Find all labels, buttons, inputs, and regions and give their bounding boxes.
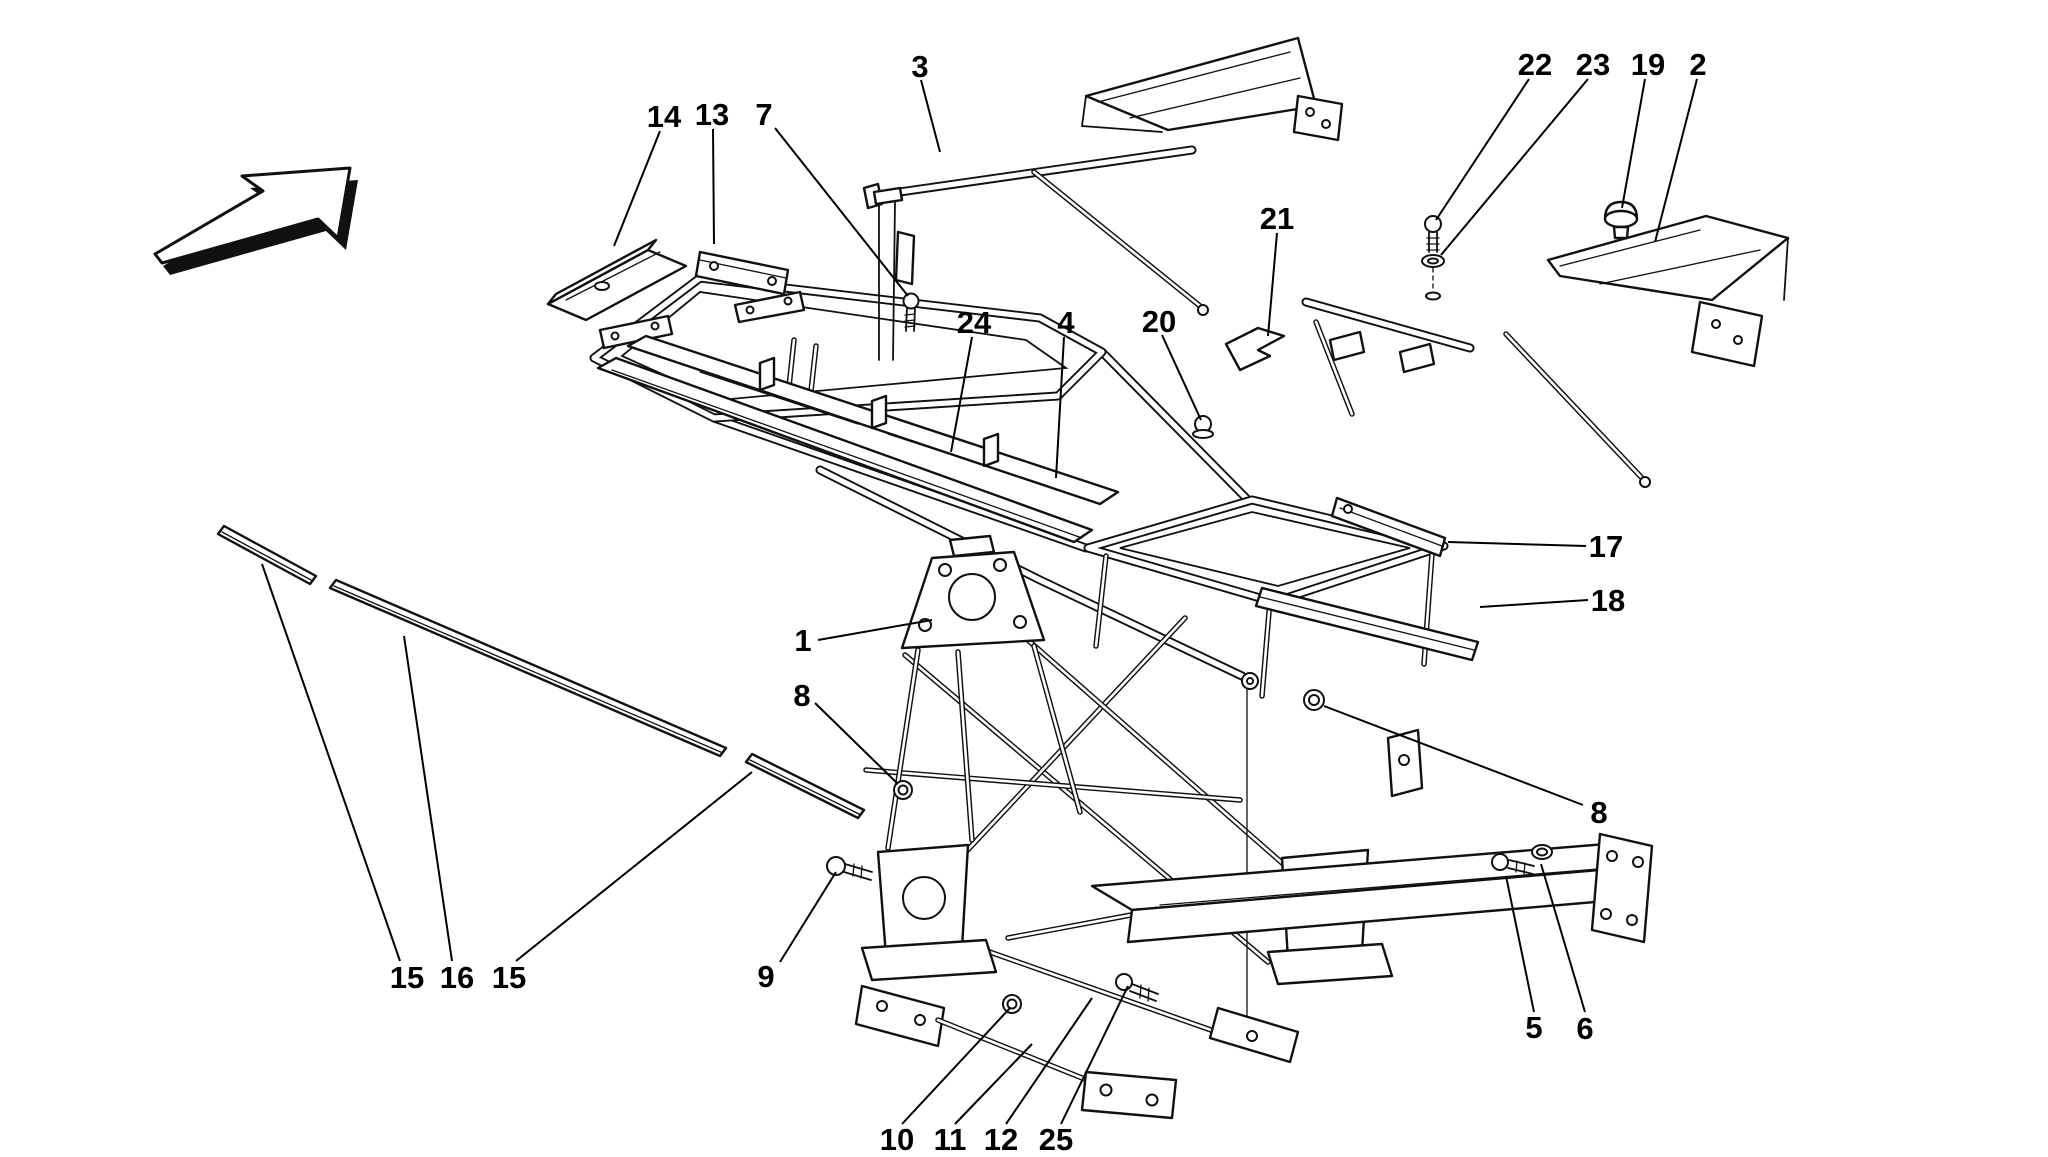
- callout-leader-15-17: [515, 771, 753, 962]
- callout-leader-13-13: [712, 128, 715, 245]
- direction-arrow-icon: [153, 166, 358, 275]
- callout-label-13-13: 13: [695, 97, 729, 132]
- part-14-strip: [546, 238, 688, 322]
- callout-leader-18-19: [1479, 599, 1589, 608]
- callout-label-20-21: 20: [1142, 304, 1176, 339]
- callout-label-23-24: 23: [1576, 47, 1610, 82]
- callout-label-24-25: 24: [957, 305, 992, 340]
- callout-label-21-22: 21: [1260, 201, 1294, 236]
- callout-leader-11-11: [954, 1043, 1033, 1125]
- callout-label-14-14: 14: [647, 99, 682, 134]
- part-6-washer: [1531, 844, 1553, 860]
- callout-leader-5-4: [1505, 875, 1535, 1013]
- callout-label-8-7: 8: [793, 678, 810, 713]
- callout-leader-21-22: [1267, 232, 1278, 337]
- part-20-grommet: [1192, 415, 1214, 439]
- callout-leader-7-6: [774, 127, 909, 297]
- callout-label-7-6: 7: [755, 97, 772, 132]
- callout-leader-8-7: [814, 702, 899, 785]
- callout-label-8-8: 8: [1590, 795, 1607, 830]
- callout-leader-20-21: [1161, 334, 1202, 421]
- callout-leader-2-1: [1654, 78, 1698, 243]
- callout-leader-23-24: [1440, 78, 1589, 256]
- callout-label-15-15: 15: [390, 960, 424, 995]
- callout-leader-17-18: [1447, 541, 1587, 547]
- frame-main-rails: [709, 347, 1259, 690]
- lower-cross-braces: [863, 603, 1333, 1051]
- right-lower-rail: [1090, 728, 1654, 944]
- callout-leader-24-25: [950, 336, 973, 453]
- callout-label-22-23: 22: [1518, 47, 1552, 82]
- part-18-rail: [1254, 586, 1480, 662]
- part-21-clip: [1224, 326, 1286, 372]
- callout-leader-14-14: [613, 130, 661, 247]
- callout-leader-16-16: [403, 635, 453, 962]
- callout-label-11-11: 11: [934, 1122, 967, 1157]
- part-7-bolt: [902, 292, 920, 332]
- callout-leader-15-15: [261, 563, 401, 962]
- part-4-rail: [596, 356, 1094, 544]
- callout-label-12-12: 12: [984, 1122, 1018, 1157]
- callout-label-6-5: 6: [1576, 1011, 1593, 1046]
- part-15-strip-upper: [216, 524, 318, 586]
- callout-leader-8-8: [1323, 705, 1584, 806]
- callout-leader-9-9: [779, 871, 837, 963]
- part-13-strip: [694, 250, 790, 296]
- part-16-strip: [328, 578, 728, 758]
- callout-label-17-18: 17: [1589, 529, 1623, 564]
- callout-label-10-10: 10: [880, 1122, 914, 1157]
- callout-leader-25-26: [1060, 985, 1129, 1125]
- callout-label-3-2: 3: [911, 49, 928, 84]
- callout-label-9-9: 9: [757, 959, 774, 994]
- callout-label-15-17: 15: [492, 960, 526, 995]
- part-8-nut-left: [893, 780, 913, 800]
- part-19-cap: [1603, 200, 1639, 240]
- callout-leader-10-10: [901, 1007, 1011, 1125]
- part-2-upper-bracket-assembly: [1301, 214, 1790, 488]
- callout-leader-3-2: [920, 79, 941, 153]
- callout-label-1-0: 1: [794, 623, 811, 658]
- callout-label-16-16: 16: [440, 960, 474, 995]
- callout-leader-12-12: [1005, 997, 1093, 1125]
- part-15-strip-lower: [744, 752, 866, 820]
- part-22-bolt: [1424, 215, 1442, 253]
- part-9-bolt: [826, 856, 873, 881]
- part-24-sill-plate: [626, 334, 1120, 506]
- part-23-washer: [1421, 254, 1445, 301]
- part-10-nut: [1002, 994, 1022, 1014]
- callout-leader-6-5: [1540, 863, 1586, 1013]
- part-3-upper-beam-assembly: [862, 36, 1344, 361]
- callout-leader-1-0: [817, 619, 933, 641]
- callout-label-2-1: 2: [1689, 47, 1706, 82]
- callout-leader-19-20: [1621, 78, 1646, 209]
- part-1-tower: [885, 534, 1083, 851]
- callout-label-4-3: 4: [1057, 305, 1075, 340]
- callout-label-25-26: 25: [1039, 1122, 1073, 1157]
- callout-leader-4-3: [1055, 336, 1065, 479]
- callout-label-19-20: 19: [1631, 47, 1665, 82]
- part-5-bolt: [1491, 853, 1535, 875]
- callout-label-5-4: 5: [1525, 1010, 1542, 1045]
- part-17-rail: [1330, 496, 1447, 558]
- callout-leader-22-23: [1435, 78, 1530, 221]
- callout-label-18-19: 18: [1591, 583, 1625, 618]
- part-8-nut-right: [1303, 689, 1325, 711]
